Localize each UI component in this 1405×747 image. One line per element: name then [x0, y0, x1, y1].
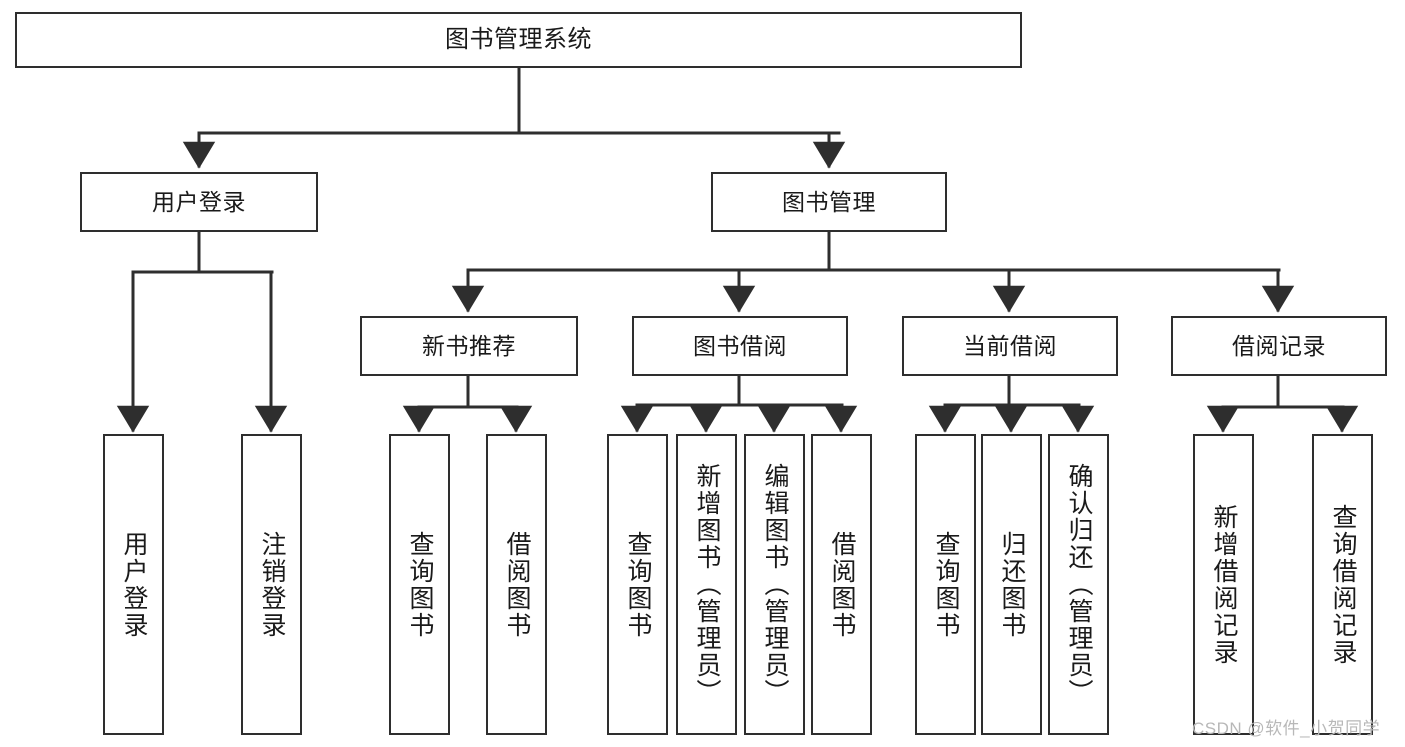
node-leaf-query-book-1-label: 查询图书: [406, 530, 434, 639]
node-leaf-add-book-label: 新增图书（管理员）: [693, 463, 721, 706]
node-book-management-label: 图书管理: [782, 188, 876, 215]
node-leaf-query-book-2[interactable]: 查询图书: [607, 434, 668, 735]
node-leaf-user-login[interactable]: 用户登录: [103, 434, 164, 735]
node-leaf-query-book-1[interactable]: 查询图书: [389, 434, 450, 735]
node-new-book-recommend-label: 新书推荐: [422, 332, 516, 359]
node-new-book-recommend[interactable]: 新书推荐: [360, 316, 578, 376]
node-leaf-logout-login-label: 注销登录: [258, 530, 286, 639]
node-user-login[interactable]: 用户登录: [80, 172, 318, 232]
node-leaf-query-book-3[interactable]: 查询图书: [915, 434, 976, 735]
csdn-watermark: CSDN @软件_小贺同学: [1192, 719, 1381, 738]
node-leaf-borrow-book-1[interactable]: 借阅图书: [486, 434, 547, 735]
node-leaf-add-record[interactable]: 新增借阅记录: [1193, 434, 1254, 735]
node-leaf-query-book-3-label: 查询图书: [932, 530, 960, 639]
node-leaf-borrow-book-1-label: 借阅图书: [503, 530, 531, 639]
node-book-borrow-label: 图书借阅: [693, 332, 787, 359]
node-borrow-record-label: 借阅记录: [1232, 332, 1326, 359]
node-user-login-label: 用户登录: [152, 188, 246, 215]
node-root[interactable]: 图书管理系统: [15, 12, 1022, 68]
node-leaf-user-login-label: 用户登录: [120, 530, 148, 639]
node-leaf-logout-login[interactable]: 注销登录: [241, 434, 302, 735]
node-leaf-confirm-return-label: 确认归还（管理员）: [1065, 463, 1093, 706]
node-current-borrow-label: 当前借阅: [963, 332, 1057, 359]
node-leaf-borrow-book-2-label: 借阅图书: [828, 530, 856, 639]
node-leaf-add-book[interactable]: 新增图书（管理员）: [676, 434, 737, 735]
node-leaf-query-book-2-label: 查询图书: [624, 530, 652, 639]
node-book-management[interactable]: 图书管理: [711, 172, 947, 232]
node-current-borrow[interactable]: 当前借阅: [902, 316, 1118, 376]
node-leaf-return-book-label: 归还图书: [998, 530, 1026, 639]
node-book-borrow[interactable]: 图书借阅: [632, 316, 848, 376]
node-leaf-edit-book-label: 编辑图书（管理员）: [761, 463, 789, 706]
node-leaf-edit-book[interactable]: 编辑图书（管理员）: [744, 434, 805, 735]
node-leaf-query-record-label: 查询借阅记录: [1329, 503, 1357, 666]
node-leaf-query-record[interactable]: 查询借阅记录: [1312, 434, 1373, 735]
node-leaf-add-record-label: 新增借阅记录: [1210, 503, 1238, 666]
node-leaf-confirm-return[interactable]: 确认归还（管理员）: [1048, 434, 1109, 735]
node-leaf-borrow-book-2[interactable]: 借阅图书: [811, 434, 872, 735]
node-leaf-return-book[interactable]: 归还图书: [981, 434, 1042, 735]
node-root-label: 图书管理系统: [445, 26, 592, 54]
node-borrow-record[interactable]: 借阅记录: [1171, 316, 1387, 376]
